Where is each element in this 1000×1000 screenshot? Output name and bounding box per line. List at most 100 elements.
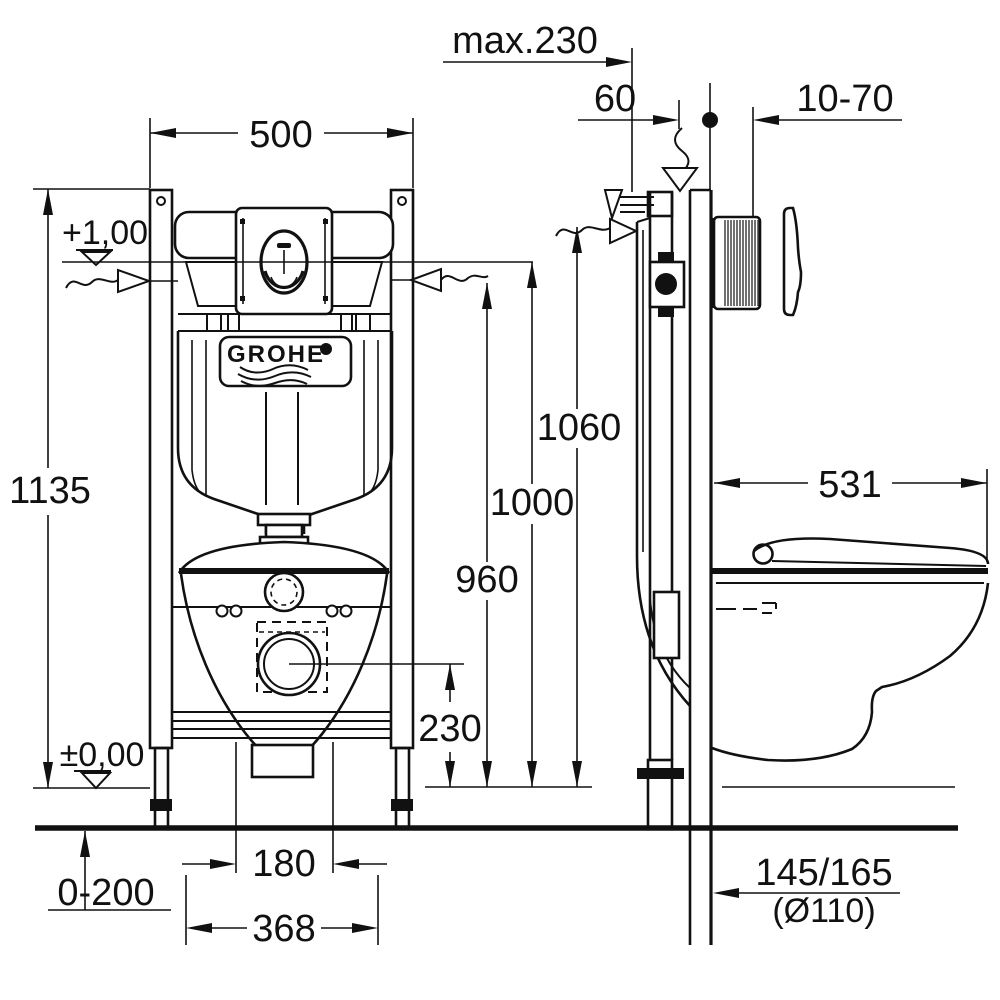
dim-960-label: 960 bbox=[455, 559, 518, 601]
tank-slot-right bbox=[363, 340, 379, 498]
wavy-arrow-icon bbox=[117, 268, 152, 294]
arrow-down-icon bbox=[445, 761, 455, 787]
front-view-bowl bbox=[177, 540, 391, 779]
pan-bolt-bracket bbox=[762, 602, 777, 614]
water-inlet-arrow-side bbox=[555, 217, 639, 245]
side-view-pan bbox=[711, 537, 990, 788]
arrow-up-icon bbox=[80, 831, 90, 857]
dim-230-label: 230 bbox=[418, 708, 481, 750]
arrow-left-icon bbox=[186, 923, 212, 933]
tank-slot-left bbox=[191, 340, 207, 498]
arrow-right-icon bbox=[606, 57, 632, 67]
seam-clip bbox=[355, 313, 371, 332]
flush-pipe bbox=[264, 523, 304, 539]
dim-10-70-label: 10-70 bbox=[796, 78, 893, 120]
arrow-right-icon bbox=[387, 128, 413, 138]
outlet-box-dashed bbox=[256, 621, 328, 693]
arrow-down-icon bbox=[482, 761, 492, 787]
logo-wave-icon bbox=[240, 379, 308, 387]
dim-180-label: 180 bbox=[252, 843, 315, 885]
flush-button-crescent-inner bbox=[270, 276, 298, 288]
water-inlet-arrow-left bbox=[65, 268, 178, 294]
arrow-left-icon bbox=[714, 478, 740, 488]
dim-60-label: 60 bbox=[594, 78, 636, 120]
logo-box bbox=[218, 335, 353, 388]
arrow-right-icon bbox=[961, 478, 987, 488]
grohe-logo-plate: GROHE bbox=[218, 335, 353, 388]
dim-1000-label: 1000 bbox=[490, 482, 575, 524]
dim-500-label: 500 bbox=[249, 114, 312, 156]
valve-tab bbox=[658, 252, 674, 262]
flush-inlet-circle-inner bbox=[270, 578, 298, 606]
arrow-right-icon bbox=[210, 859, 236, 869]
funnel-triangle-icon bbox=[661, 167, 699, 193]
cross-rail bbox=[171, 711, 392, 722]
seat-lid-bottom bbox=[771, 560, 987, 567]
dim-1135-label: 1135 bbox=[9, 470, 91, 512]
wavy-arrow-icon bbox=[408, 267, 442, 293]
filling-valve-port bbox=[655, 273, 677, 295]
wall-bracket-wedge bbox=[603, 189, 624, 222]
front-view-frame bbox=[148, 188, 415, 830]
water-inlet-arrow-right bbox=[392, 267, 489, 293]
level-triangle-icon bbox=[79, 251, 113, 267]
rail-bolt-hole bbox=[156, 196, 166, 206]
actuator-housing-hatched bbox=[711, 215, 762, 311]
outlet-bracket bbox=[250, 743, 315, 779]
fixing-bolt bbox=[339, 604, 353, 618]
level-zero-label: ±0,00 bbox=[60, 736, 145, 774]
cross-rail bbox=[171, 728, 392, 739]
level-triangle-icon bbox=[79, 772, 113, 790]
arrow-up-icon bbox=[482, 283, 492, 309]
dim-145-165-label: 145/165 bbox=[755, 852, 892, 894]
arrow-down-icon bbox=[527, 761, 537, 787]
flush-plate-side bbox=[782, 206, 803, 317]
seam-clip bbox=[227, 313, 240, 332]
cistern-profile-top bbox=[636, 217, 651, 223]
bowl-rim-fill bbox=[179, 542, 389, 573]
drain-symbol bbox=[661, 127, 699, 193]
pan-outline bbox=[711, 582, 990, 762]
arrow-up-icon bbox=[572, 227, 582, 253]
actuator-screw bbox=[240, 219, 245, 224]
seat-hinge bbox=[752, 543, 774, 565]
arrow-left-icon bbox=[333, 859, 359, 869]
actuator-screw bbox=[323, 219, 328, 224]
arrow-right-icon bbox=[653, 115, 679, 125]
seam-clip bbox=[340, 313, 353, 332]
fixing-bolt bbox=[325, 604, 339, 618]
foot-clamp bbox=[391, 799, 413, 811]
arrow-up-icon bbox=[43, 189, 53, 215]
dim-368-label: 368 bbox=[252, 908, 315, 950]
right-foot bbox=[394, 746, 411, 830]
fixing-bolt bbox=[215, 604, 229, 618]
bowl-rim-arc bbox=[177, 540, 391, 574]
tank-wall-left bbox=[184, 261, 237, 307]
side-foot-clamp bbox=[637, 768, 684, 779]
brand-logo-text: GROHE bbox=[227, 341, 325, 368]
dim-531-label: 531 bbox=[818, 464, 881, 506]
drain-elbow-outer bbox=[635, 555, 691, 707]
logo-wave-icon bbox=[239, 364, 309, 374]
dim-1060-label: 1060 bbox=[537, 407, 622, 449]
arrow-down-icon bbox=[572, 761, 582, 787]
seam-clip bbox=[206, 313, 222, 332]
valve-tab bbox=[658, 307, 674, 317]
dim-dia110-label: (Ø110) bbox=[772, 892, 875, 930]
dim-max230-label: max.230 bbox=[452, 20, 598, 62]
flush-pipe-collar bbox=[256, 512, 312, 527]
wavy-arrow-icon bbox=[609, 217, 639, 245]
flush-button-dash bbox=[277, 243, 291, 248]
arrow-left-icon bbox=[150, 128, 176, 138]
left-foot bbox=[153, 746, 170, 830]
arrow-up-icon bbox=[445, 664, 455, 690]
fixing-bolt bbox=[229, 604, 243, 618]
arrow-right-icon bbox=[352, 923, 378, 933]
rail-bolt-hole bbox=[397, 196, 407, 206]
seat-lid-top bbox=[753, 537, 990, 565]
arrow-down-icon bbox=[43, 762, 53, 788]
dim-0-200-label: 0-200 bbox=[57, 872, 154, 914]
level-plus100-label: +1,00 bbox=[62, 214, 148, 252]
arrow-left-icon bbox=[753, 115, 779, 125]
